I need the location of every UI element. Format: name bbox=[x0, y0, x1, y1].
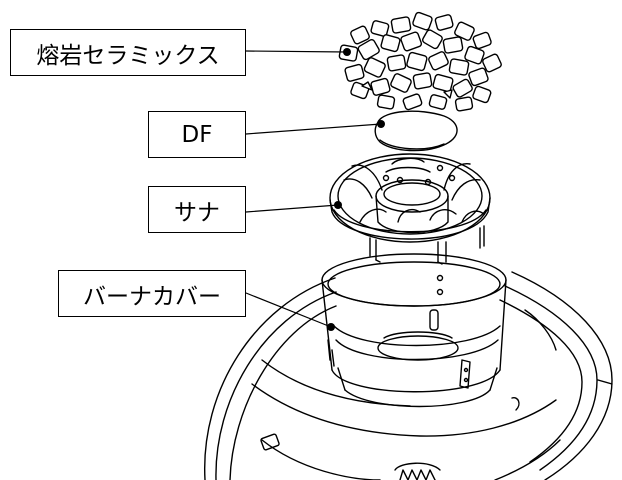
burner-cover-drawing bbox=[321, 253, 507, 408]
leader-line-sana bbox=[245, 204, 339, 213]
leader-line-ceramics bbox=[245, 50, 348, 53]
leader-dot-ceramics bbox=[343, 48, 351, 56]
burner-body bbox=[204, 271, 613, 480]
leader-dot-df bbox=[377, 120, 385, 128]
label-df: DF bbox=[148, 111, 246, 158]
lava-ceramics-drawing bbox=[338, 11, 502, 112]
sana-grate-drawing bbox=[329, 153, 491, 265]
label-burner-cover: バーナカバー bbox=[58, 270, 246, 317]
leader-line-df bbox=[245, 123, 382, 135]
label-lava-ceramics: 熔岩セラミックス bbox=[10, 29, 246, 76]
label-sana: サナ bbox=[148, 186, 246, 233]
leader-line-cover bbox=[245, 292, 332, 328]
leader-lines bbox=[245, 50, 382, 328]
df-disk-drawing bbox=[374, 110, 458, 152]
leader-dot-sana bbox=[334, 201, 342, 209]
leader-dot-cover bbox=[327, 323, 335, 331]
